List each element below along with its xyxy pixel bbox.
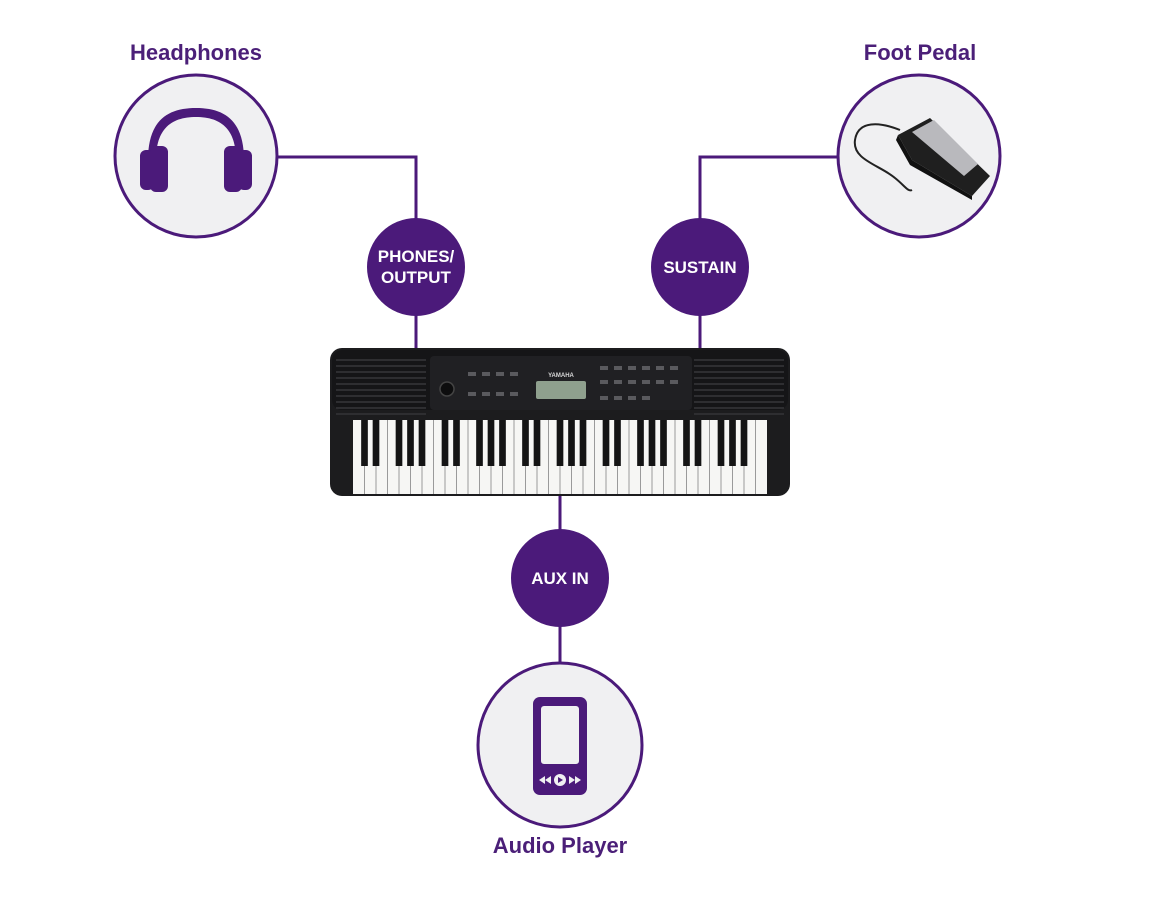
audio-player-device [476, 661, 644, 829]
audio-player-icon [533, 697, 587, 795]
foot-pedal-label: Foot Pedal [863, 40, 977, 65]
black-key [637, 420, 644, 466]
volume-knob [439, 381, 455, 397]
sustain-port-label: SUSTAIN [663, 257, 737, 277]
black-key [660, 420, 667, 466]
connector-lines [278, 155, 838, 666]
phones-output-port: PHONES/ OUTPUT [367, 218, 465, 316]
sustain-port: SUSTAIN [651, 218, 749, 316]
audio-player-label: Audio Player [492, 833, 628, 858]
foot-pedal-device [836, 73, 1002, 239]
black-key [522, 420, 529, 466]
black-key [717, 420, 725, 466]
headphones-connector [278, 155, 418, 220]
black-key [476, 420, 483, 466]
keyboard-icon: YAMAHA [330, 348, 790, 496]
black-key [740, 420, 748, 466]
black-key [499, 420, 506, 466]
aux-in-port: AUX IN [511, 529, 609, 627]
black-key [441, 420, 449, 466]
black-key [395, 420, 403, 466]
speaker-grille-right [694, 359, 784, 415]
black-key [533, 420, 541, 466]
phones-output-port-label: PHONES/ OUTPUT [377, 247, 455, 287]
black-key [556, 420, 564, 466]
black-key [602, 420, 610, 466]
black-key [372, 420, 380, 466]
keyboard-brand-logo: YAMAHA [548, 373, 574, 379]
black-key [418, 420, 426, 466]
black-keys [361, 420, 748, 466]
aux-in-port-label: AUX IN [531, 568, 589, 588]
black-key [648, 420, 656, 466]
black-key [453, 420, 460, 466]
black-key [568, 420, 575, 466]
black-key [694, 420, 702, 466]
black-key [407, 420, 414, 466]
headphones-label: Headphones [129, 40, 263, 65]
panel-buttons [468, 366, 678, 400]
pedal-connector [698, 155, 838, 220]
speaker-grille-left [336, 359, 426, 415]
black-key [579, 420, 587, 466]
lcd-display [536, 381, 586, 399]
black-key [729, 420, 736, 466]
black-key [614, 420, 621, 466]
black-key [487, 420, 495, 466]
black-key [361, 420, 368, 466]
black-key [683, 420, 690, 466]
headphones-device [113, 73, 279, 239]
headphones-icon [140, 108, 252, 192]
foot-pedal-icon [853, 118, 990, 200]
